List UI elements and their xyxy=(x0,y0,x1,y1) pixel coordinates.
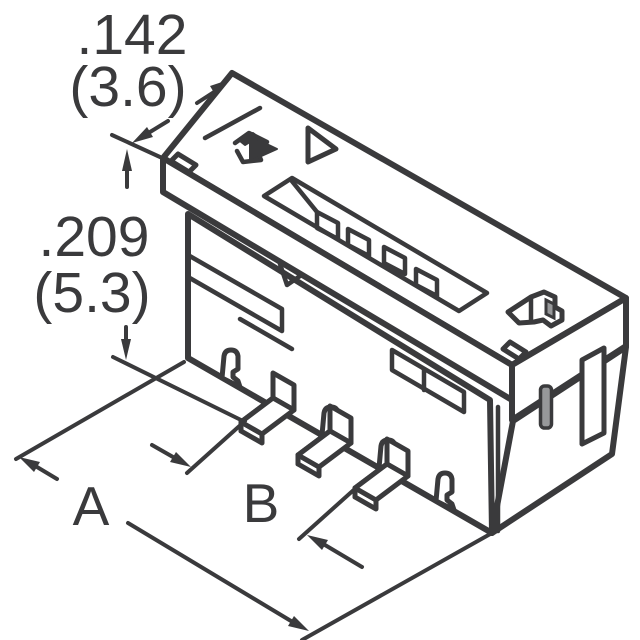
dim-lid-depth-inches: .142 xyxy=(77,3,188,67)
dim-height-inches: .209 xyxy=(39,205,150,269)
extension-line-seating-plane xyxy=(111,355,245,423)
dimension-overall-height: .209 (5.3) xyxy=(33,149,245,423)
actuator-edge-line xyxy=(202,105,263,141)
left-latch-clip xyxy=(232,130,278,165)
front-edge-notch-left xyxy=(168,151,199,175)
extension-line-front-edge xyxy=(110,133,162,159)
extension-line-a-left xyxy=(14,360,186,461)
extension-line-a-right xyxy=(300,531,494,640)
front-edge-notch-right xyxy=(500,339,529,362)
dimension-lead-spacing: B xyxy=(150,419,364,569)
front-face-recesses xyxy=(185,252,501,534)
fitting-pin xyxy=(538,384,554,430)
extension-line-b-right xyxy=(297,485,359,541)
right-latch-clip xyxy=(505,289,565,329)
pin1-triangle-marker xyxy=(305,125,339,165)
dim-height-mm: (5.3) xyxy=(33,261,150,325)
spring-hook xyxy=(222,350,240,387)
dim-lid-depth-mm: (3.6) xyxy=(69,55,186,119)
dim-spacing-label: B xyxy=(243,472,280,534)
mounting-tab xyxy=(579,345,607,447)
lid-slot-opening xyxy=(261,175,490,314)
dim-length-label: A xyxy=(73,475,110,537)
connector-body xyxy=(160,70,629,536)
dimension-lid-depth: .142 (3.6) xyxy=(69,3,231,159)
extension-line-b-left xyxy=(185,419,247,475)
spring-hook xyxy=(436,473,454,510)
dimension-overall-length: A xyxy=(14,360,494,640)
